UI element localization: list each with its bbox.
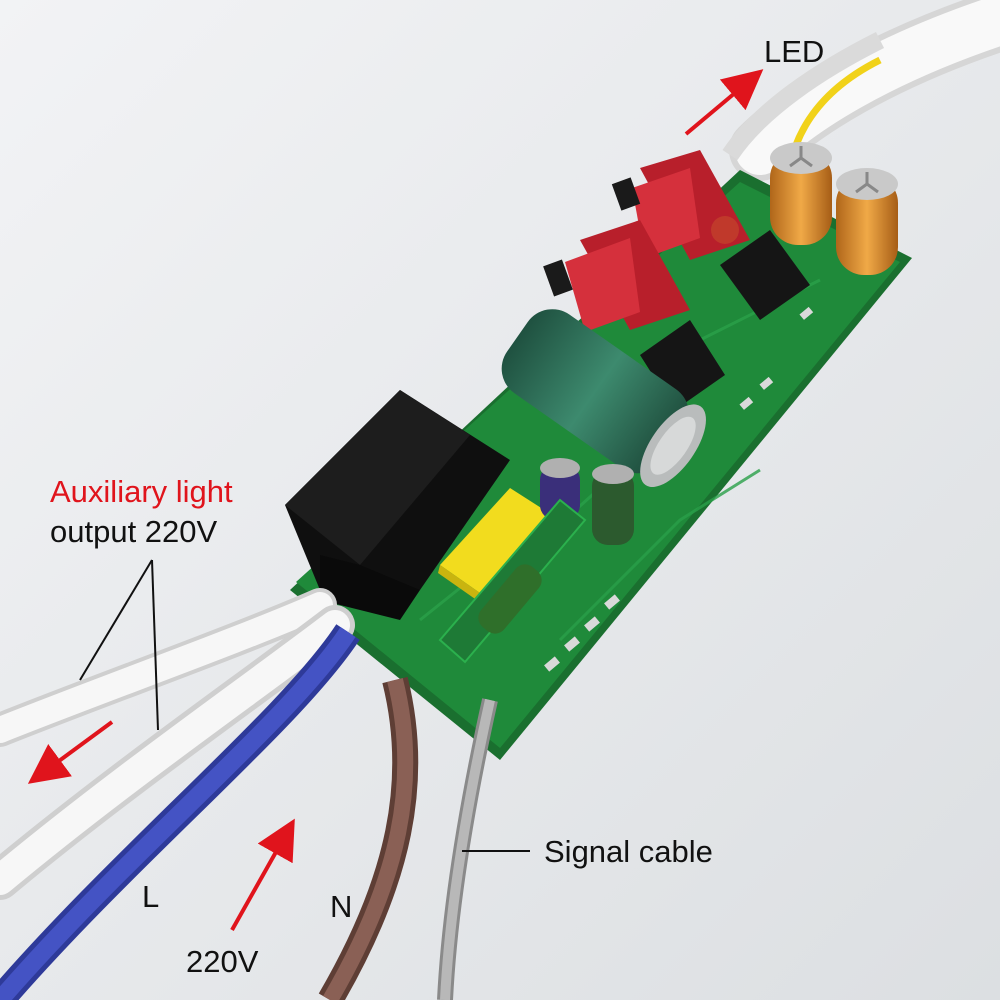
relay xyxy=(285,390,510,620)
live-blue-wire xyxy=(0,624,360,1000)
capacitor-small-purple xyxy=(540,458,580,520)
ic-chip-1 xyxy=(720,230,810,320)
capacitor-orange-1 xyxy=(770,142,832,245)
live-label: L xyxy=(142,879,160,914)
neutral-label: N xyxy=(330,889,353,924)
aux-white-wire-1 xyxy=(0,588,337,747)
auxiliary-output-label: output 220V xyxy=(50,514,218,549)
led-arrow xyxy=(684,69,764,136)
input-arrow xyxy=(230,818,295,931)
transformer-bottom xyxy=(543,220,690,332)
auxiliary-light-label: Auxiliary light xyxy=(50,474,233,509)
aux-output-arrow xyxy=(27,720,114,784)
neutral-brown-wire xyxy=(318,676,419,1000)
led-output-cable xyxy=(722,0,1000,181)
led-label: LED xyxy=(764,34,825,69)
aux-white-wire-2 xyxy=(0,605,355,900)
transformer-top xyxy=(611,150,750,260)
capacitor-green-large xyxy=(501,309,706,488)
aux-leader-lines xyxy=(79,559,159,731)
capacitor-small-green xyxy=(592,464,634,545)
signal-gray-wire xyxy=(437,698,498,1000)
capacitor-orange-2 xyxy=(836,168,898,275)
input-voltage-label: 220V xyxy=(186,944,259,979)
radio-module xyxy=(438,498,587,664)
signal-cable-label: Signal cable xyxy=(544,834,713,869)
